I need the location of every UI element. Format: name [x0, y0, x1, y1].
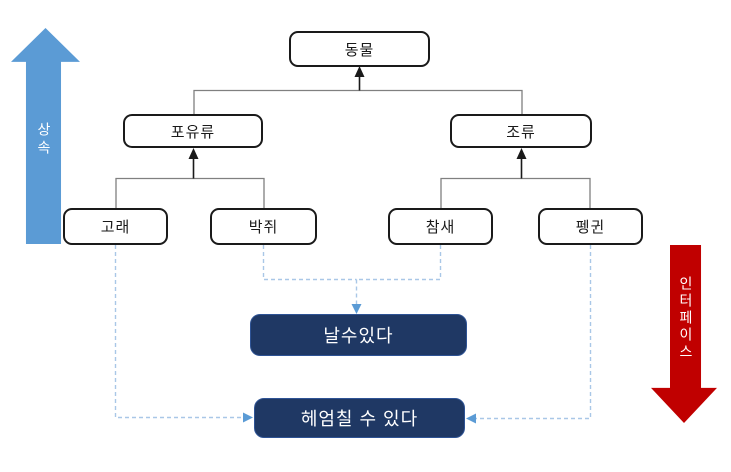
node-bat: 박쥐: [210, 208, 317, 245]
node-whale: 고래: [63, 208, 168, 245]
tree-connector-bird: [440, 148, 591, 208]
node-sparrow: 참새: [388, 208, 493, 245]
interface-arrow: 인터페이스: [651, 245, 717, 423]
node-bird: 조류: [450, 114, 592, 148]
node-penguin: 펭귄: [538, 208, 643, 245]
interface-connector-swim: [114, 245, 592, 424]
interface-box-can-swim: 헤엄칠 수 있다: [254, 398, 465, 438]
node-mammal: 포유류: [123, 114, 263, 148]
tree-connector-animal: [193, 66, 523, 114]
node-animal: 동물: [289, 31, 430, 67]
interface-box-can-fly: 날수있다: [250, 314, 467, 356]
inheritance-arrow-label: 상속: [36, 122, 52, 158]
interface-connector-fly: [262, 245, 442, 314]
tree-connector-mammal: [115, 148, 265, 208]
interface-arrow-label: 인터페이스: [678, 276, 694, 361]
